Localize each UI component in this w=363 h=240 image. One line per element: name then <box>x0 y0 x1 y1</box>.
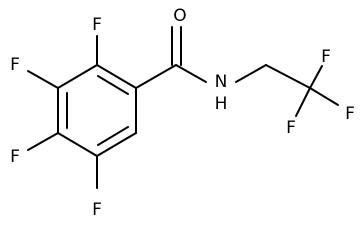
atom-f-left-upper: F <box>10 55 20 75</box>
bond-cf3-f-top <box>309 65 323 89</box>
benzene-ring <box>57 64 137 157</box>
bond-ring-c2-c3 <box>57 64 98 89</box>
atom-f-top: F <box>92 15 102 35</box>
bond-cf3-f-bottom <box>295 87 311 117</box>
atom-f-cf3-top: F <box>321 47 331 67</box>
bond-ch2-cf3 <box>265 64 311 89</box>
bond-c3-f <box>27 70 59 89</box>
atom-f-cf3-right: F <box>345 104 355 124</box>
bond-ring-c4-c5 <box>57 132 98 157</box>
atom-f-cf3-bottom: F <box>286 118 296 138</box>
bond-ring-carbonyl <box>135 64 177 89</box>
atom-f-left-lower: F <box>10 147 20 167</box>
bond-carbonyl-n <box>175 64 207 83</box>
atom-h: H <box>215 94 228 114</box>
bond-n-ch2 <box>235 64 267 83</box>
bond-ring-c5-c6 <box>96 132 137 157</box>
molecule-diagram: F F F F O N H F F F <box>10 6 355 220</box>
atom-o: O <box>173 6 186 26</box>
atom-f-bottom: F <box>92 200 102 220</box>
bond-cf3-f-right <box>309 87 339 106</box>
bond-ring-c5-c6-double <box>97 126 129 146</box>
bond-ring-c1-c2-double <box>97 75 129 95</box>
atom-n: N <box>215 72 228 92</box>
bond-ring-c1-c2 <box>96 64 137 89</box>
bond-c4-f <box>27 132 59 151</box>
